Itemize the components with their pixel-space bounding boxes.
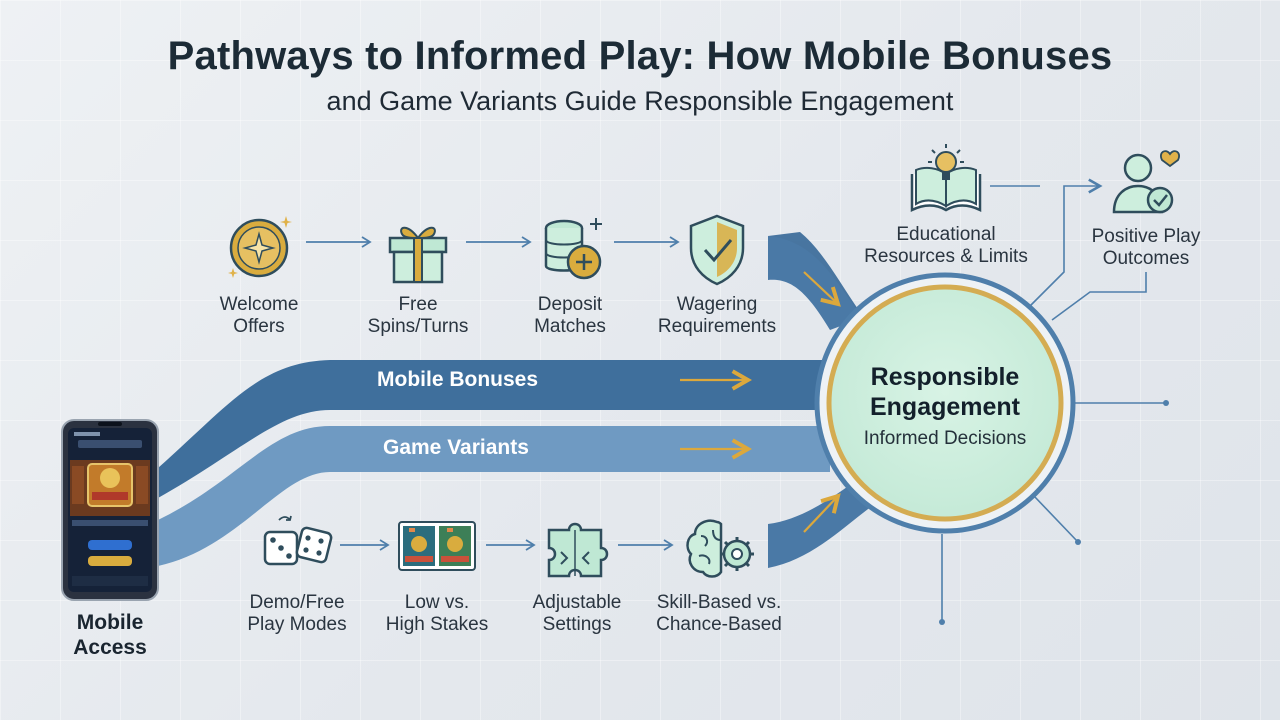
step-stakes: Low vs. High Stakes	[357, 508, 517, 636]
arrow-right-icon	[614, 236, 680, 248]
lower-band-arrow	[803, 493, 841, 533]
puzzle-settings-icon	[547, 522, 609, 578]
band-label-mobile-bonuses: Mobile Bonuses	[377, 368, 539, 391]
band-label-game-variants: Game Variants	[383, 436, 529, 459]
hub-gold-ring	[826, 284, 1064, 522]
smartphone-icon	[61, 419, 159, 601]
book-lightbulb-icon	[910, 144, 982, 213]
arrow-right-icon	[486, 539, 536, 551]
step-label: Free Spins/Turns	[367, 294, 469, 337]
mobile-access-label: Mobile Access	[73, 611, 147, 659]
person-heart-check-icon	[1112, 150, 1180, 214]
step-wagering-requirements: Wagering Requirements	[637, 210, 797, 338]
page-title: Pathways to Informed Play: How Mobile Bo…	[167, 34, 1113, 78]
outcome-education: Educational Resources & Limits	[846, 140, 1046, 268]
coin-star-icon	[228, 216, 292, 278]
upper-band-arrow	[803, 271, 841, 307]
hub-title: Responsible Engagement	[869, 363, 1021, 421]
band-lower-variants	[768, 476, 872, 568]
coin-stack-plus-icon	[544, 218, 602, 280]
hub-to-education-line	[1029, 178, 1103, 307]
step-label: Wagering Requirements	[657, 294, 777, 337]
arrow-right-icon	[466, 236, 532, 248]
outcome-positive: Positive Play Outcomes	[1076, 148, 1216, 270]
step-skill-chance: Skill-Based vs. Chance-Based	[639, 508, 799, 636]
step-label: Low vs. High Stakes	[385, 592, 489, 635]
step-label: Welcome Offers	[219, 294, 299, 337]
step-adjustable-settings: Adjustable Settings	[497, 508, 657, 636]
page-subtitle: and Game Variants Guide Responsible Enga…	[326, 86, 954, 116]
step-label: Adjustable Settings	[532, 592, 622, 635]
outcome-education-label: Educational Resources & Limits	[864, 224, 1028, 267]
step-welcome-offers: Welcome Offers	[179, 210, 339, 338]
outcome-positive-label: Positive Play Outcomes	[1091, 226, 1201, 269]
gift-icon	[388, 226, 448, 284]
step-label: Skill-Based vs. Chance-Based	[656, 592, 782, 635]
hub-subtitle: Informed Decisions	[863, 428, 1027, 449]
step-demo-play: Demo/Free Play Modes	[217, 508, 377, 636]
arrow-right-icon	[618, 539, 674, 551]
step-free-spins: Free Spins/Turns	[338, 210, 498, 338]
hub-lower-right-line	[1033, 495, 1079, 543]
shield-check-icon	[689, 214, 745, 286]
step-label: Demo/Free Play Modes	[247, 592, 347, 635]
arrow-right-icon	[340, 539, 390, 551]
brain-gear-icon	[686, 519, 754, 578]
band-mobile-bonuses	[158, 360, 830, 498]
band-game-variants	[158, 426, 830, 566]
dice-icon	[263, 515, 333, 566]
mobile-access	[60, 418, 160, 608]
step-label: Deposit Matches	[534, 294, 606, 337]
game-screens-icon	[398, 521, 476, 571]
hub-to-positive-line	[1051, 272, 1147, 321]
step-deposit-matches: Deposit Matches	[490, 210, 650, 338]
arrow-right-icon	[306, 236, 372, 248]
